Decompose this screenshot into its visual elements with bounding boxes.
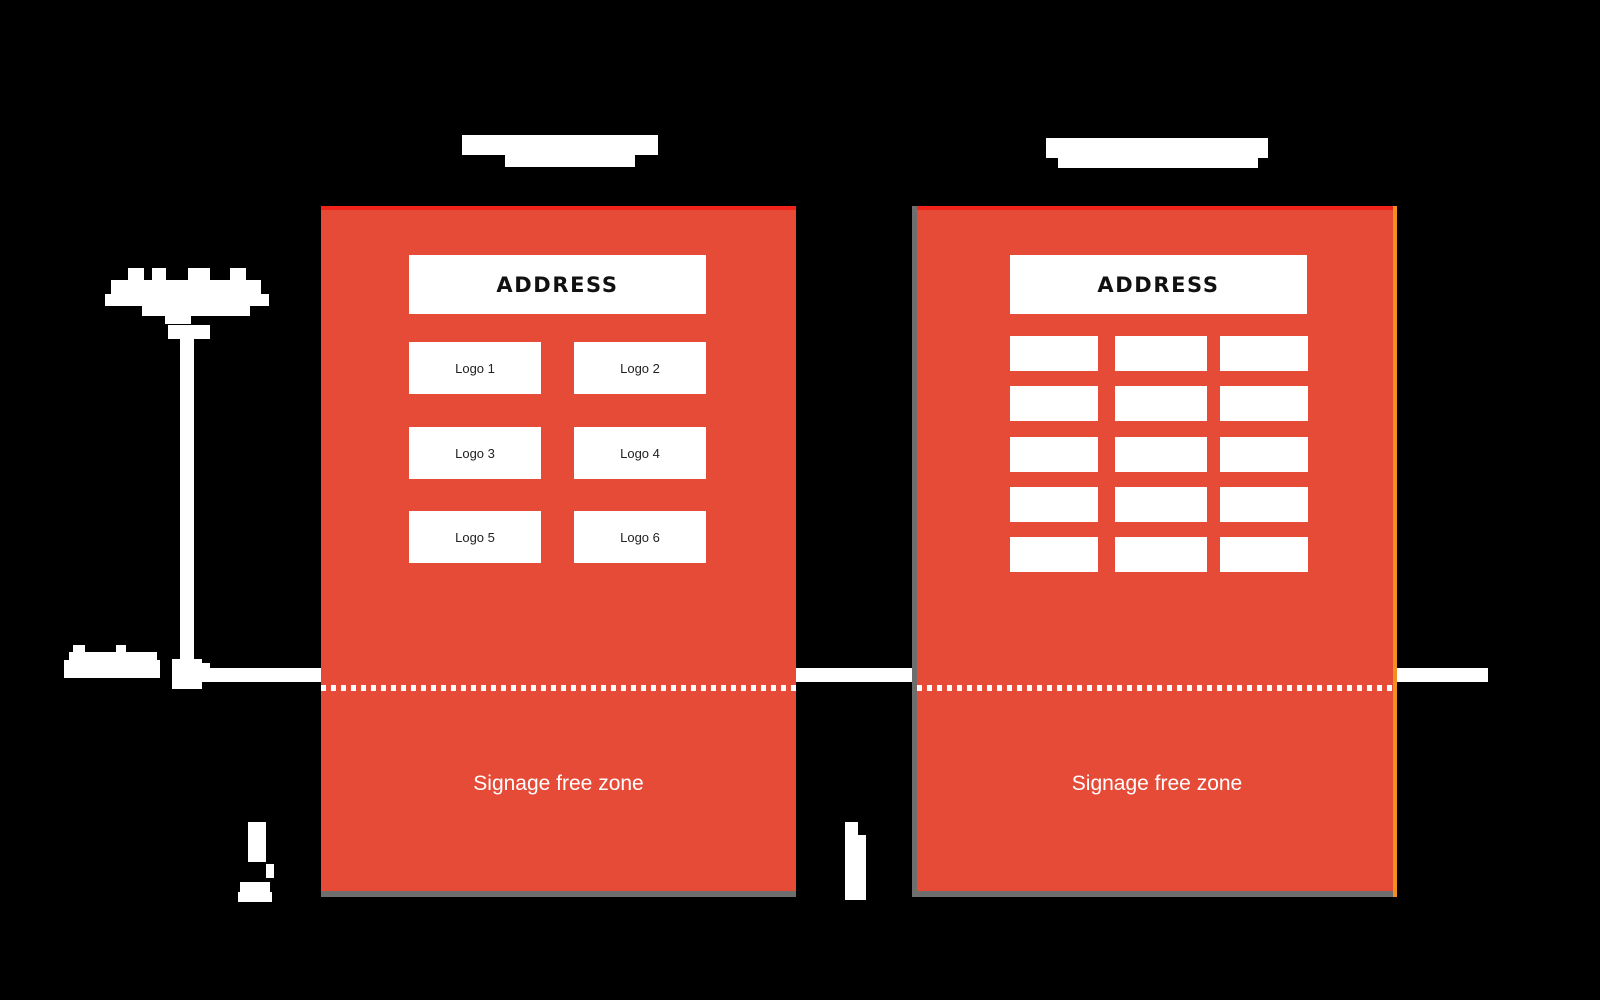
redaction-block [1046,138,1268,158]
figure-feet [238,892,272,902]
datum-dotted-line [321,685,796,691]
pole-cap [168,325,210,339]
signage-free-zone-label: Signage free zone [473,772,644,795]
redaction-block [1058,158,1258,168]
logo-plate[interactable] [1220,487,1308,522]
redaction-block [462,135,658,155]
logo-plate[interactable] [1220,537,1308,572]
logo-plate-label: Logo 3 [455,445,495,461]
address-plate[interactable]: ADDRESS [409,255,706,314]
logo-plate[interactable] [1010,336,1098,371]
redaction-block [142,306,250,316]
ground-line-left [196,668,322,682]
logo-plate[interactable] [1220,336,1308,371]
scale-marker-step [858,835,866,900]
logo-plate[interactable]: Logo 4 [574,427,706,479]
right-signage-panel[interactable]: ADDRESS Signage free zone [912,206,1397,897]
panel-right-edge [1393,206,1397,897]
redaction-block [128,268,144,280]
panel-bottom-edge [321,891,796,897]
logo-plate-label: Logo 2 [620,360,660,376]
figure-arm [266,864,274,878]
logo-plate[interactable]: Logo 5 [409,511,541,563]
logo-plate[interactable] [1115,336,1207,371]
logo-plate-label: Logo 6 [620,529,660,545]
redaction-block [165,316,191,324]
logo-plate[interactable]: Logo 1 [409,342,541,394]
redaction-block [230,268,246,280]
redaction-block [64,660,160,678]
panel-bottom-edge [917,891,1397,897]
signage-free-zone-label: Signage free zone [1071,772,1243,795]
panel-top-edge [917,206,1397,210]
logo-plate[interactable]: Logo 6 [574,511,706,563]
logo-plate-label: Logo 5 [455,529,495,545]
redaction-block [188,268,210,280]
logo-plate-label: Logo 4 [620,445,660,461]
redaction-block [116,645,126,655]
logo-plate[interactable]: Logo 3 [409,427,541,479]
ground-line-right [1396,668,1488,682]
redaction-block [111,280,261,294]
logo-plate[interactable] [1115,386,1207,421]
ground-line-middle [795,668,917,682]
redaction-block [73,645,85,655]
logo-plate[interactable] [1220,386,1308,421]
logo-plate-label: Logo 1 [455,360,495,376]
pole-shaft [180,339,194,659]
logo-plate[interactable] [1010,487,1098,522]
redaction-block [505,155,635,167]
redaction-block [152,268,166,280]
logo-plate[interactable] [1115,487,1207,522]
logo-plate[interactable] [1220,437,1308,472]
logo-plate[interactable] [1115,537,1207,572]
logo-plate[interactable] [1010,537,1098,572]
address-plate[interactable]: ADDRESS [1010,255,1307,314]
left-signage-panel[interactable]: ADDRESS Logo 1 Logo 2 Logo 3 Logo 4 Logo… [321,206,796,897]
logo-plate[interactable] [1010,437,1098,472]
logo-plate[interactable] [1010,386,1098,421]
panel-top-edge [321,206,796,210]
scale-marker-bar [845,822,858,900]
redaction-block [105,294,269,306]
datum-dotted-line [917,685,1397,691]
panel-left-edge [912,206,917,897]
address-label: ADDRESS [1097,272,1220,297]
logo-plate[interactable]: Logo 2 [574,342,706,394]
address-label: ADDRESS [496,272,619,297]
logo-plate[interactable] [1115,437,1207,472]
figure-torso [248,822,266,862]
